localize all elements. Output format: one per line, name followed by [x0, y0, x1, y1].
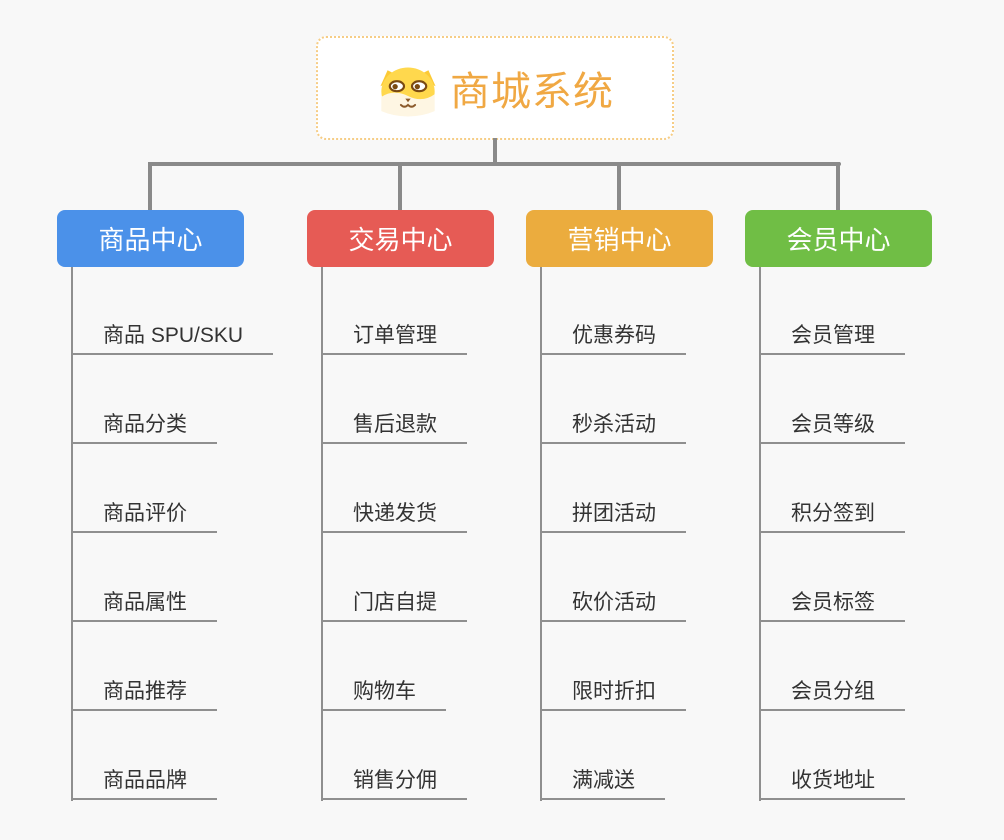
leaf-node[interactable]: 销售分佣	[321, 711, 467, 800]
leaf-column-product: 商品 SPU/SKU 商品分类 商品评价 商品属性 商品推荐 商品品牌	[71, 266, 274, 800]
leaf-label: 满减送	[540, 764, 665, 800]
leaf-node[interactable]: 优惠券码	[540, 266, 686, 355]
leaf-label: 商品属性	[71, 586, 217, 622]
branch-node-marketing-center[interactable]: 营销中心	[526, 210, 713, 267]
leaf-column-member: 会员管理 会员等级 积分签到 会员标签 会员分组 收货地址	[759, 266, 905, 800]
leaf-node[interactable]: 商品 SPU/SKU	[71, 266, 274, 355]
leaf-node[interactable]: 商品分类	[71, 355, 273, 444]
leaf-node[interactable]: 砍价活动	[540, 533, 686, 622]
connector-drop-member	[836, 162, 840, 210]
leaf-node[interactable]: 快递发货	[321, 444, 467, 533]
leaf-label: 商品推荐	[71, 675, 217, 711]
leaf-label: 拼团活动	[540, 497, 686, 533]
connector-root-stem	[493, 138, 497, 164]
leaf-label: 会员等级	[759, 408, 905, 444]
connector-drop-marketing	[617, 162, 621, 210]
leaf-node[interactable]: 商品推荐	[71, 622, 273, 711]
leaf-node[interactable]: 门店自提	[321, 533, 467, 622]
leaf-label: 优惠券码	[540, 319, 686, 355]
leaf-node[interactable]: 收货地址	[759, 711, 905, 800]
branch-label: 交易中心	[348, 225, 453, 255]
leaf-label: 限时折扣	[540, 675, 686, 711]
leaf-node[interactable]: 拼团活动	[540, 444, 686, 533]
column-line-member	[759, 267, 761, 801]
branch-node-member-center[interactable]: 会员中心	[745, 210, 932, 267]
leaf-label: 商品 SPU/SKU	[71, 319, 274, 355]
leaf-label: 商品评价	[71, 497, 217, 533]
leaf-label: 购物车	[321, 675, 446, 711]
dog-face-icon	[380, 67, 436, 117]
leaf-label: 销售分佣	[321, 764, 467, 800]
leaf-node[interactable]: 订单管理	[321, 266, 467, 355]
branch-node-trade-center[interactable]: 交易中心	[307, 210, 494, 267]
leaf-node[interactable]: 售后退款	[321, 355, 467, 444]
leaf-label: 快递发货	[321, 497, 467, 533]
leaf-node[interactable]: 会员标签	[759, 533, 905, 622]
leaf-label: 门店自提	[321, 586, 467, 622]
column-line-marketing	[540, 267, 542, 801]
column-line-product	[71, 267, 73, 801]
leaf-label: 秒杀活动	[540, 408, 686, 444]
leaf-column-trade: 订单管理 售后退款 快递发货 门店自提 购物车 销售分佣	[321, 266, 467, 800]
leaf-label: 积分签到	[759, 497, 905, 533]
dog-eyes	[388, 80, 428, 93]
branch-label: 会员中心	[786, 225, 891, 255]
leaf-label: 会员管理	[759, 319, 905, 355]
branch-label: 营销中心	[567, 225, 672, 255]
branch-label: 商品中心	[98, 225, 203, 255]
leaf-label: 售后退款	[321, 408, 467, 444]
leaf-node[interactable]: 购物车	[321, 622, 467, 711]
leaf-label: 订单管理	[321, 319, 467, 355]
root-node[interactable]: 商城系统	[316, 36, 674, 140]
leaf-label: 商品品牌	[71, 764, 217, 800]
connector-trunk	[148, 162, 841, 166]
leaf-label: 会员分组	[759, 675, 905, 711]
leaf-node[interactable]: 商品评价	[71, 444, 273, 533]
leaf-node[interactable]: 积分签到	[759, 444, 905, 533]
leaf-label: 砍价活动	[540, 586, 686, 622]
leaf-node[interactable]: 限时折扣	[540, 622, 686, 711]
leaf-node[interactable]: 会员等级	[759, 355, 905, 444]
column-line-trade	[321, 267, 323, 801]
leaf-node[interactable]: 会员管理	[759, 266, 905, 355]
leaf-label: 商品分类	[71, 408, 217, 444]
leaf-label: 收货地址	[759, 764, 905, 800]
leaf-node[interactable]: 商品品牌	[71, 711, 273, 800]
leaf-node[interactable]: 满减送	[540, 711, 686, 800]
leaf-label: 会员标签	[759, 586, 905, 622]
connector-drop-trade	[398, 162, 402, 210]
leaf-node[interactable]: 秒杀活动	[540, 355, 686, 444]
leaf-node[interactable]: 商品属性	[71, 533, 273, 622]
root-title: 商城系统	[450, 70, 614, 114]
leaf-column-marketing: 优惠券码 秒杀活动 拼团活动 砍价活动 限时折扣 满减送	[540, 266, 686, 800]
connector-drop-product	[148, 162, 152, 210]
leaf-node[interactable]: 会员分组	[759, 622, 905, 711]
branch-node-product-center[interactable]: 商品中心	[57, 210, 244, 267]
